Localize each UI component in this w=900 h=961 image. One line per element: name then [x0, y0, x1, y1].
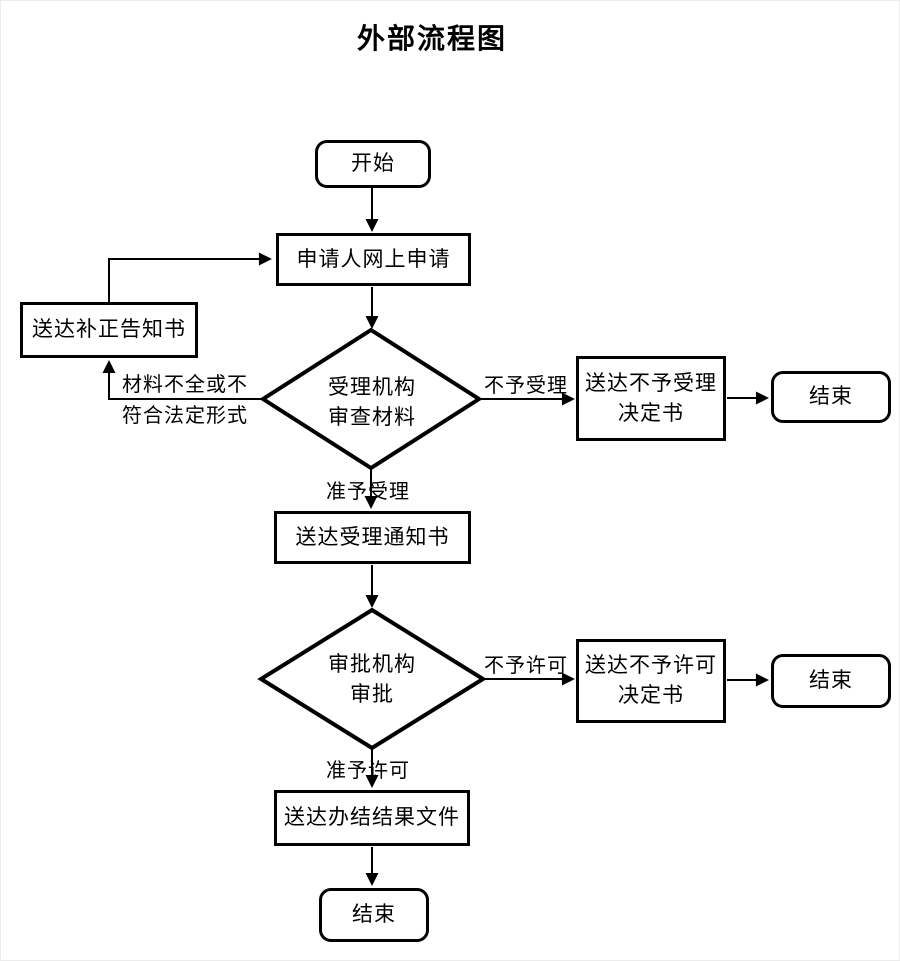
- reject-acceptance-box: 送达不予受理 决定书: [576, 356, 726, 441]
- correction-notice-box: 送达补正告知书: [20, 302, 198, 358]
- edge-label-incomplete-materials: 材料不全或不 符合法定形式: [122, 374, 248, 427]
- edge-review-to-correction: [102, 360, 263, 400]
- edge-label-accepted: 准予受理: [326, 481, 410, 503]
- edge-label-permitted: 准予许可: [326, 760, 410, 782]
- end-node-mid: 结束: [771, 654, 891, 708]
- start-node: 开始: [315, 140, 431, 188]
- approval-diamond-shape: [257, 607, 487, 751]
- edge-correction-to-apply: [108, 252, 272, 303]
- edge-label-not-accepted: 不予受理: [484, 375, 568, 397]
- approval-diamond-label: 审批机构 审批: [328, 653, 416, 706]
- reject-permit-box: 送达不予许可 决定书: [576, 639, 726, 723]
- review-diamond-label: 受理机构 审查材料: [328, 376, 416, 429]
- end-node-bottom: 结束: [319, 888, 429, 942]
- end-node-top: 结束: [771, 371, 891, 423]
- online-application-box: 申请人网上申请: [276, 233, 471, 286]
- diagram-title: 外部流程图: [356, 23, 507, 54]
- acceptance-notice-box: 送达受理通知书: [274, 511, 471, 564]
- edge-label-not-permitted: 不予许可: [484, 655, 568, 677]
- result-file-box: 送达办结结果文件: [274, 790, 470, 846]
- review-diamond-shape: [259, 327, 483, 471]
